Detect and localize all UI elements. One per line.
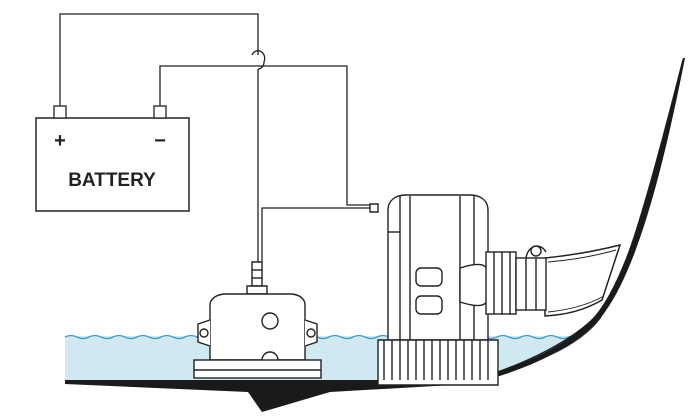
water-icon: [64, 334, 585, 382]
float-switch-icon: [193, 261, 322, 379]
battery-label: BATTERY: [68, 170, 156, 191]
battery-icon: + − BATTERY: [35, 105, 190, 212]
bilge-pump-icon: [369, 194, 547, 386]
hose-icon: [544, 243, 622, 317]
battery-negative-terminal: −: [154, 130, 166, 152]
battery-positive-terminal: +: [54, 130, 66, 152]
hull-icon: [65, 58, 685, 412]
